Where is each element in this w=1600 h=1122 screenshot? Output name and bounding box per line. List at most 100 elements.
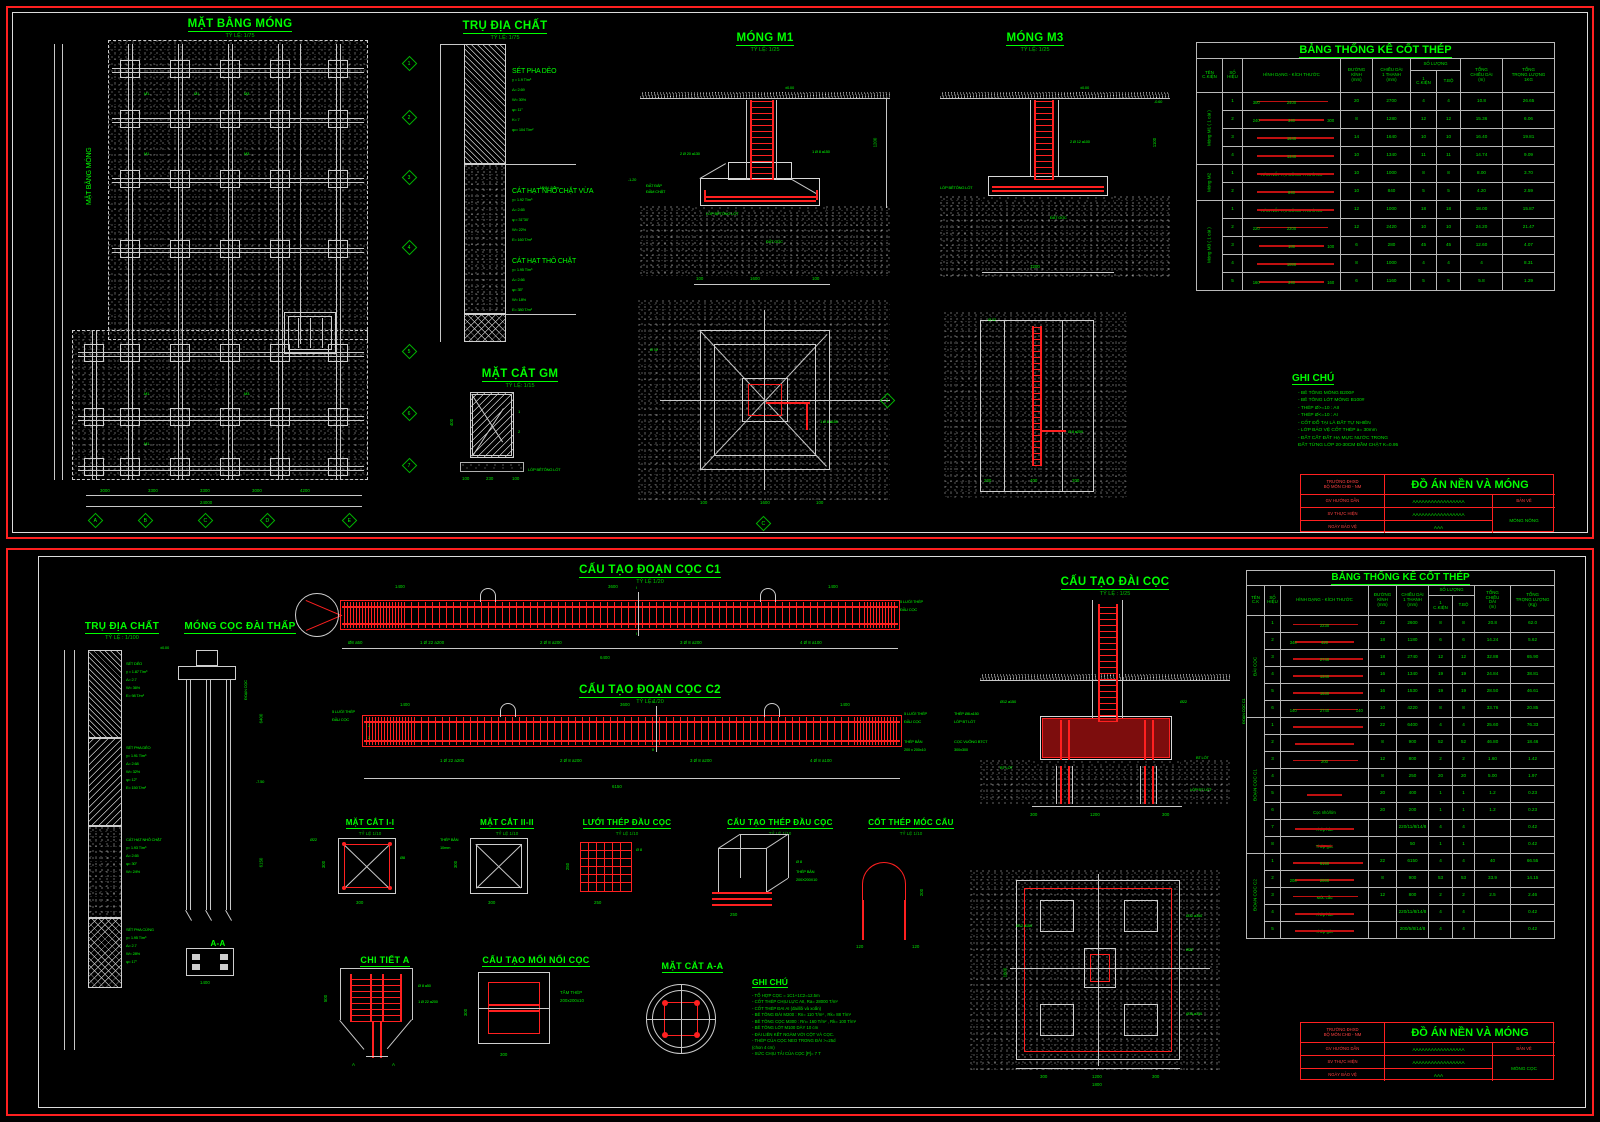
- plan-label: M1: [144, 91, 150, 96]
- col-qty-tb: T.BỘ: [1436, 69, 1461, 93]
- notes-bottom: GHI CHÚ - TỔ HỢP CỌC = 1C1+1C2=12.5m - C…: [752, 972, 992, 1057]
- cell-mark: 2: [1264, 631, 1281, 650]
- shape-dim: 2200: [1286, 226, 1297, 232]
- gm-note: 2: [518, 429, 521, 434]
- col-dia: ĐƯỜNG KÍNH (mm): [1368, 584, 1397, 616]
- title-section-ii-ii: MẶT CẮT II-II TỶ LỆ 1/10: [460, 812, 554, 836]
- cell-len: 200: [1396, 801, 1429, 820]
- table-row: 5 20 400 1 1 1.2 0.23: [1247, 784, 1556, 803]
- geo-prop: γ= 1.95 T/m³: [512, 267, 533, 272]
- cell-len: 250: [1396, 767, 1429, 786]
- cell-q1: 4: [1410, 91, 1437, 111]
- dim-value: 3300: [148, 488, 158, 493]
- title-detail-a: CHI TIẾT A: [340, 950, 430, 968]
- title-text: TRỤ ĐỊA CHẤT: [462, 20, 548, 34]
- tb-school: TRƯỜNG ĐHXD BỘ MÔN CHĐ - NM: [1323, 478, 1362, 489]
- title-scale: TỶ LỆ 1/10: [495, 831, 519, 836]
- table-row: 2 8 900 52 52 46.80 18.46: [1247, 733, 1556, 752]
- tb-row-label: NGÀY BẢO VỆ: [1328, 523, 1357, 529]
- cell-len: 1160: [1372, 271, 1411, 291]
- tb-row-label: SV THỰC HIỆN: [1327, 510, 1358, 516]
- pile-label: ĐOẠN CỌC: [243, 680, 248, 700]
- cell-q2: 8: [1436, 163, 1461, 183]
- tb-sheet-value: MÓNG NÔNG: [1509, 518, 1539, 523]
- cell-mark: 1: [1264, 716, 1281, 735]
- pile-note: 5 LƯỚI THÉP: [332, 709, 356, 714]
- cell-dia: 20: [1368, 784, 1397, 803]
- cell-tw: 8.31: [1501, 253, 1556, 273]
- cell-q1: 8: [1428, 614, 1453, 633]
- shape-dim: 140: [1355, 707, 1363, 713]
- cell-q2: 1: [1452, 784, 1475, 803]
- shape-text: Móc cẩu: [1316, 894, 1333, 900]
- cell-tw: 18.46: [1509, 733, 1556, 752]
- note-line: - ĐẤT CẤT ĐẤT HẠ MỰC NƯỚC TRONG: [1298, 435, 1389, 441]
- note-line: ĐẤT TỪNG LỚP 20-30CM ĐẦM CHẶT K=0.95: [1298, 442, 1399, 448]
- pile-note: ĐẦU CỌC: [900, 607, 918, 612]
- shape-dim: 1530: [1319, 690, 1330, 696]
- title-text: CẤU TẠO MỐI NỐI CỌC: [482, 955, 590, 967]
- plan-label: M1: [144, 391, 150, 396]
- geo-layer-name: CÁT HẠT THÔ CHẶT: [512, 258, 577, 265]
- shape-dim: 160: [1252, 280, 1260, 286]
- cell-mark: 3: [1264, 886, 1281, 905]
- cell-q1: 4: [1428, 716, 1453, 735]
- cell-len: 1280: [1372, 109, 1411, 129]
- tb-row-label: GV HƯỚNG DẪN: [1325, 497, 1360, 503]
- title-block-top: TRƯỜNG ĐHXD BỘ MÔN CHĐ - NM ĐỒ ÁN NỀN VÀ…: [1300, 474, 1555, 533]
- cell-mark: 4: [1264, 767, 1281, 786]
- table-row: 4 1340 16 1340 19 19 24.84 38.81: [1247, 665, 1556, 684]
- col-total-len: TỔNG CHIỀU DÀI (m): [1474, 584, 1511, 616]
- cell-len: 280: [1372, 235, 1411, 255]
- cell-len: 2600: [1396, 614, 1429, 633]
- title-geo-column-2: TRỤ ĐỊA CHẤT TỶ LỆ : 1/100: [62, 616, 182, 641]
- title-text: CẤU TẠO ĐOẠN CỌC C1: [579, 564, 721, 578]
- col-total-weight: TỔNG TRỌNG LƯỢNG 1KG: [1501, 57, 1556, 93]
- cell-len: 2420: [1372, 217, 1411, 237]
- cell-tw: 1.97: [1509, 767, 1556, 786]
- cell-tw: 0.23: [1509, 801, 1556, 820]
- title-text: LƯỚI THÉP ĐẦU CỌC: [582, 818, 672, 829]
- plan-label: M3: [244, 151, 250, 156]
- cell-mark: 2: [1264, 733, 1281, 752]
- title-scale: TỶ LỆ : 1/100: [105, 635, 139, 641]
- cell-tlen: 10.8: [1460, 91, 1503, 111]
- table-row: 2 200 2000 8 900 53 53 33.9 14.15: [1247, 869, 1556, 888]
- col-qty-ck: 1 C.KIỆN: [1410, 69, 1437, 93]
- cell-len: 200/5/8/14/8: [1396, 920, 1429, 939]
- cell-q1: 12: [1410, 109, 1437, 129]
- table-row: 2 220 2200 12 2420 10 10 24.20 21.47: [1197, 217, 1556, 237]
- title-text: MẶT CẮT A-A: [661, 961, 724, 973]
- cap-plan-note: Ø22: [1186, 947, 1193, 952]
- cell-tw: 62.0: [1509, 614, 1556, 633]
- shape-dim: 1640: [1286, 136, 1297, 142]
- note-line: - THÉP Ø>=10 : AII: [1298, 405, 1340, 411]
- cell-q2: 4: [1452, 716, 1475, 735]
- cell-len: 2700: [1372, 91, 1411, 111]
- schedule-title: BẢNG THỐNG KÊ CỐT THÉP: [1245, 570, 1556, 586]
- detail-note: Ø 8 a200: [1068, 429, 1083, 434]
- cell-dia: 16: [1368, 665, 1397, 684]
- cell-len: 1000: [1372, 163, 1411, 183]
- table-row: 8 Thép góc 50 1 1 0.42: [1247, 835, 1556, 854]
- shape-text: Cọc nhỏ/lớn: [1313, 809, 1336, 815]
- pile-note: 2: [368, 723, 371, 728]
- geo-prop: E= 160 T/m²: [512, 237, 532, 242]
- pile-level: ±0.00: [160, 645, 169, 650]
- cell-q1: 10: [1410, 127, 1437, 147]
- col-mark: SỐ HIỆU: [1222, 57, 1243, 93]
- cell-tlen: 1.2: [1474, 801, 1511, 820]
- title-text: CHI TIẾT A: [360, 955, 410, 967]
- title-text: CẤU TẠO THÉP ĐẦU CỌC: [727, 818, 833, 829]
- title-pile-c1: CẤU TẠO ĐOẠN CỌC C1 TỶ LỆ 1/20: [540, 560, 760, 585]
- cell-mark: 3: [1222, 235, 1243, 255]
- geo-prop: W= 24%: [126, 869, 141, 874]
- cell-mark: 4: [1264, 903, 1281, 922]
- cell-q2: 4: [1452, 818, 1475, 837]
- geo-layer-name: SÉT PHA DẺO: [126, 745, 151, 750]
- cap-note: 300x300: [954, 747, 968, 752]
- cell-q2: 12: [1436, 109, 1461, 129]
- cell-q2: 12: [1452, 648, 1475, 667]
- table-row: 7 Thép hàn 220/11/8/14/8 4 4 0.42: [1247, 818, 1556, 837]
- geo-prop: γ= 1.92 T/m³: [512, 197, 533, 202]
